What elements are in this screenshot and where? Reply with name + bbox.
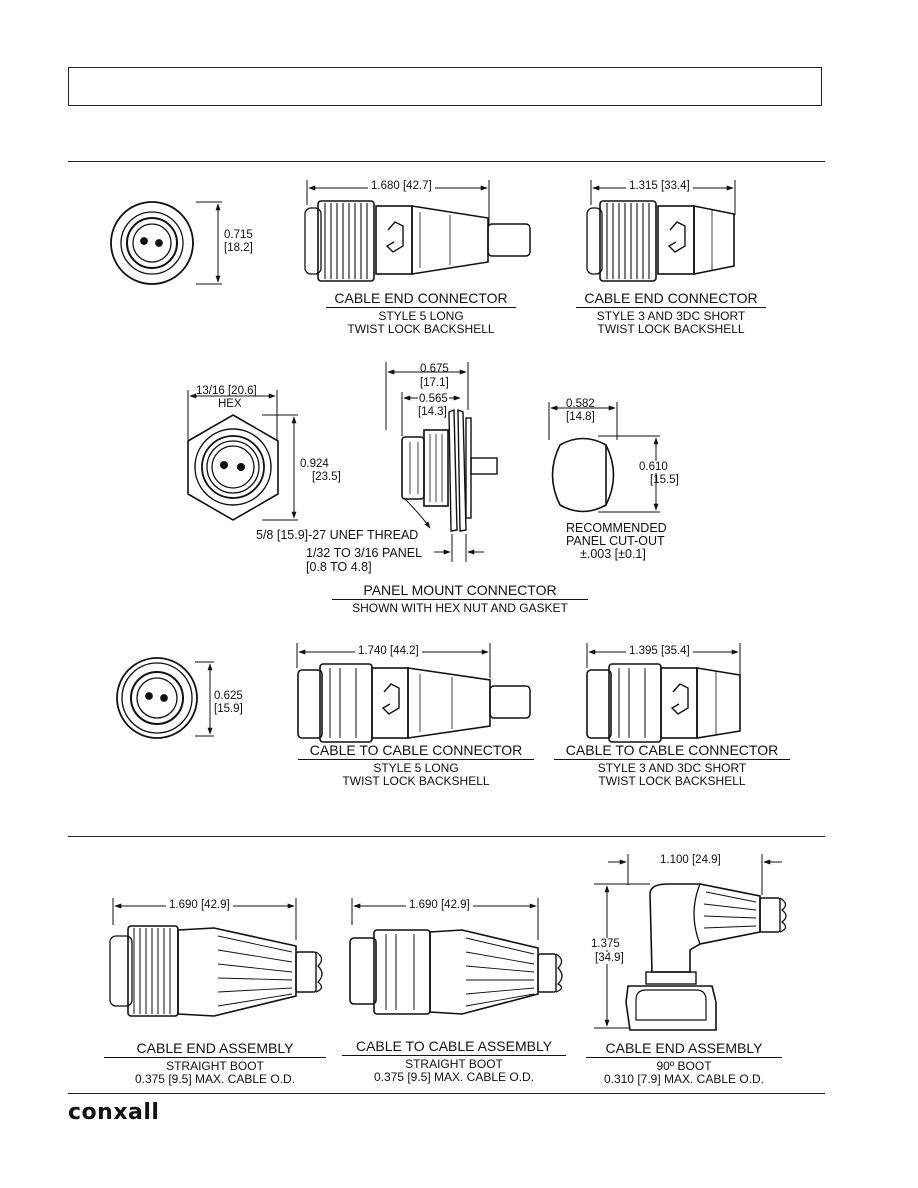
- right-angle-width-dim: 1.100 [24.9]: [660, 854, 721, 866]
- long-cable-end-dim: 1.680 [42.7]: [368, 180, 435, 192]
- long-c2c-caption: CABLE TO CABLE CONNECTOR STYLE 5 LONG TW…: [298, 743, 534, 787]
- cable-to-cable-connector-short-drawing: [586, 643, 741, 743]
- cable-to-cable-connector-long-drawing: [296, 643, 531, 743]
- cable-end-connector-long-drawing: [304, 180, 531, 282]
- cutout-width-mm: [14.8]: [566, 411, 595, 423]
- caption-title: CABLE END CONNECTOR: [326, 291, 516, 308]
- cutout-note-3: ±.003 [±0.1]: [580, 547, 646, 561]
- caption-title: CABLE TO CABLE CONNECTOR: [298, 743, 534, 760]
- caption-sub1: STRAIGHT BOOT: [166, 1059, 264, 1073]
- caption-sub2: TWIST LOCK BACKSHELL: [598, 773, 746, 788]
- caption-title: CABLE TO CABLE CONNECTOR: [554, 743, 790, 760]
- caption-sub1: STYLE 3 AND 3DC SHORT: [597, 761, 747, 775]
- caption-sub2: TWIST LOCK BACKSHELL: [342, 773, 490, 788]
- front-view-2-dim-mm: [15.9]: [214, 703, 243, 715]
- panel-height-mm: [23.5]: [312, 471, 341, 483]
- caption-sub2: 0.375 [9.5] MAX. CABLE O.D.: [373, 1069, 535, 1084]
- front-view-1-dim-in: 0.715: [224, 229, 253, 241]
- side-dim1-in: 0.675: [420, 363, 449, 375]
- cable-to-cable-assembly-dim: 1.690 [42.9]: [406, 899, 473, 911]
- long-c2c-dim: 1.740 [44.2]: [355, 645, 422, 657]
- cable-end-assembly-caption: CABLE END ASSEMBLY STRAIGHT BOOT 0.375 […: [104, 1041, 326, 1085]
- caption-title: CABLE END CONNECTOR: [576, 291, 766, 308]
- caption-sub1: 90º BOOT: [656, 1059, 712, 1073]
- caption-sub1: STYLE 3 AND 3DC SHORT: [596, 309, 746, 323]
- caption-sub2: 0.310 [7.9] MAX. CABLE O.D.: [603, 1071, 765, 1086]
- front-view-connector-1: [110, 201, 222, 285]
- caption-title: CABLE TO CABLE ASSEMBLY: [342, 1039, 566, 1056]
- hex-label: HEX: [218, 398, 242, 410]
- cable-end-assembly-straight-drawing: [109, 898, 323, 1017]
- cutout-height-mm: [15.5]: [650, 474, 679, 486]
- caption-sub2: TWIST LOCK BACKSHELL: [597, 321, 745, 336]
- caption-title: CABLE END ASSEMBLY: [104, 1041, 326, 1058]
- thread-spec: 5/8 [15.9]-27 UNEF THREAD: [256, 528, 419, 542]
- panel-cutout-drawing: [548, 402, 660, 513]
- right-angle-assembly-caption: CABLE END ASSEMBLY 90º BOOT 0.310 [7.9] …: [586, 1041, 782, 1085]
- right-angle-height-mm: [34.9]: [594, 952, 625, 964]
- cutout-width-in: 0.582: [566, 398, 595, 410]
- cable-end-assembly-dim: 1.690 [42.9]: [166, 899, 233, 911]
- panel-height-in: 0.924: [300, 458, 329, 470]
- right-angle-height-in: 1.375: [590, 938, 621, 950]
- caption-sub2: TWIST LOCK BACKSHELL: [347, 321, 495, 336]
- cutout-note-1: RECOMMENDED: [566, 521, 667, 535]
- caption-sub1: STYLE 5 LONG: [373, 761, 459, 775]
- section-divider-top: [68, 161, 825, 162]
- front-view-1-dim-mm: [18.2]: [224, 242, 253, 254]
- cable-to-cable-assembly-caption: CABLE TO CABLE ASSEMBLY STRAIGHT BOOT 0.…: [342, 1039, 566, 1083]
- header-box: [68, 67, 822, 106]
- caption-sub1: STRAIGHT BOOT: [405, 1057, 503, 1071]
- caption-sub1: SHOWN WITH HEX NUT AND GASKET: [352, 601, 568, 615]
- caption-title: PANEL MOUNT CONNECTOR: [332, 583, 588, 600]
- short-cable-end-caption: CABLE END CONNECTOR STYLE 3 AND 3DC SHOR…: [576, 291, 766, 335]
- short-c2c-dim: 1.395 [35.4]: [626, 645, 693, 657]
- cable-to-cable-assembly-straight-drawing: [349, 898, 563, 1015]
- caption-sub1: STYLE 5 LONG: [378, 309, 464, 323]
- side-dim2-in: 0.565: [418, 393, 449, 405]
- front-view-2-dim-in: 0.625: [214, 690, 243, 702]
- long-cable-end-caption: CABLE END CONNECTOR STYLE 5 LONG TWIST L…: [326, 291, 516, 335]
- panel-hex-front-view: [187, 390, 298, 521]
- side-dim2-mm: [14.3]: [418, 406, 447, 418]
- short-c2c-caption: CABLE TO CABLE CONNECTOR STYLE 3 AND 3DC…: [554, 743, 790, 787]
- hex-dim: 13/16 [20.6]: [196, 385, 257, 397]
- section-divider-bottom: [68, 1093, 825, 1094]
- cutout-height-in: 0.610: [638, 461, 669, 473]
- side-dim1-mm: [17.1]: [420, 377, 449, 389]
- caption-title: CABLE END ASSEMBLY: [586, 1041, 782, 1058]
- cutout-note-2: PANEL CUT-OUT: [566, 534, 665, 548]
- front-view-connector-2: [116, 657, 214, 739]
- cable-end-assembly-90-drawing: [594, 854, 787, 1031]
- short-cable-end-dim: 1.315 [33.4]: [626, 180, 693, 192]
- conxall-logo: conxall: [68, 1100, 160, 1125]
- panel-mount-caption: PANEL MOUNT CONNECTOR SHOWN WITH HEX NUT…: [332, 583, 588, 615]
- panel-side-view: [385, 362, 498, 562]
- section-divider-middle: [68, 836, 825, 837]
- panel-thickness-range: 1/32 TO 3/16 PANEL: [306, 546, 423, 560]
- panel-thickness-range-mm: [0.8 TO 4.8]: [306, 560, 372, 574]
- cable-end-connector-short-drawing: [586, 180, 736, 282]
- caption-sub2: 0.375 [9.5] MAX. CABLE O.D.: [134, 1071, 296, 1086]
